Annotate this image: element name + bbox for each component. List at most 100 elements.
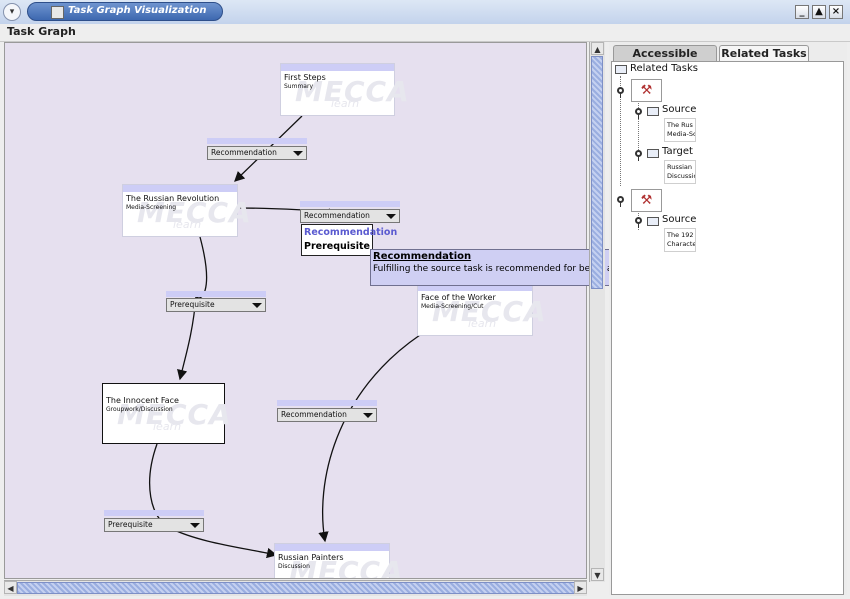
scroll-down-icon[interactable]: ▼ — [591, 568, 604, 581]
node-title: First Steps — [284, 73, 326, 82]
folder-icon — [647, 107, 659, 116]
edge-worker-to-painters — [318, 334, 421, 543]
vertical-scroll-thumb[interactable] — [591, 56, 603, 289]
dropdown-option-recommendation[interactable]: Recommendation — [304, 227, 398, 238]
folder-icon — [615, 65, 627, 74]
watermark-text: MECCA — [117, 398, 232, 431]
graph-canvas[interactable]: MECCA learn First Steps Summary MECCA le… — [4, 42, 587, 579]
scroll-up-icon[interactable]: ▲ — [591, 42, 604, 55]
title-bar: ▾ Task Graph Visualization _ ▲ × — [0, 0, 850, 25]
relation-header — [166, 291, 266, 297]
title-pill: Task Graph Visualization — [27, 2, 223, 21]
folder-icon — [647, 217, 659, 226]
pin-stem — [638, 156, 639, 161]
horizontal-scrollbar[interactable]: ◀ ▶ — [4, 580, 587, 596]
relation-select-revolution-painters[interactable]: Recommendation — [300, 209, 400, 223]
node-title: The Innocent Face — [106, 396, 179, 405]
hammer-sickle-icon[interactable]: ⚒ — [631, 189, 662, 212]
dropdown-option-prerequisite[interactable]: Prerequisite — [304, 241, 370, 252]
pin-stem — [638, 223, 639, 228]
tree-connector — [638, 103, 639, 156]
node-subtitle: Media-Screening/Cut — [421, 303, 484, 310]
watermark-text: MECCA — [137, 196, 252, 229]
node-subtitle: Summary — [284, 83, 313, 90]
pin-stem — [620, 202, 621, 207]
leaf-title: The Rus — [667, 121, 693, 129]
hammer-sickle-icon[interactable]: ⚒ — [631, 79, 662, 102]
close-icon[interactable]: × — [829, 5, 843, 19]
window-title: Task Graph Visualization — [68, 5, 207, 16]
node-header — [275, 544, 389, 551]
tree-source-label[interactable]: Source — [662, 104, 697, 115]
watermark-sub: learn — [173, 218, 202, 231]
pin-stem — [620, 93, 621, 98]
node-header — [418, 284, 532, 291]
relation-value: Recommendation — [211, 148, 277, 157]
relation-value: Recommendation — [281, 410, 347, 419]
tree-target-leaf[interactable]: Russian Discussio — [664, 160, 696, 184]
watermark-sub: learn — [468, 317, 497, 330]
relation-header — [277, 400, 377, 406]
relation-dropdown-popup: Recommendation Prerequisite — [301, 224, 397, 256]
watermark-text: MECCA — [432, 295, 547, 328]
tree-source-leaf[interactable]: The 192 Characte — [664, 228, 696, 252]
relation-header — [207, 138, 307, 144]
chevron-down-icon — [190, 523, 200, 528]
watermark-text: MECCA — [289, 555, 404, 579]
tab-accessible-tasks[interactable]: Accessible Tasks — [613, 45, 717, 76]
relation-value: Prerequisite — [108, 520, 153, 529]
folder-icon — [647, 149, 659, 158]
relation-select-worker-painters[interactable]: Recommendation — [277, 408, 377, 422]
minimize-icon[interactable]: _ — [795, 5, 809, 19]
horizontal-scroll-thumb[interactable] — [17, 582, 575, 594]
chevron-down-icon — [363, 413, 373, 418]
relation-header — [300, 201, 400, 207]
watermark-text: MECCA — [295, 75, 410, 108]
node-header — [123, 185, 237, 192]
chevron-down-icon — [293, 151, 303, 156]
task-node-russian-painters[interactable]: MECCA Russian Painters Discussion — [274, 543, 403, 578]
task-node-face-of-worker[interactable]: MECCA learn Face of the Worker Media-Scr… — [417, 283, 546, 336]
menu-task-graph[interactable]: Task Graph — [7, 25, 76, 38]
tree-root-label[interactable]: Related Tasks — [630, 63, 698, 74]
relation-value: Prerequisite — [170, 300, 215, 309]
node-title: The Russian Revolution — [126, 194, 220, 203]
related-tasks-tree[interactable]: Related Tasks ⚒ Source The Rus Media-Sc … — [611, 61, 844, 595]
leaf-subtitle: Discussio — [667, 172, 696, 180]
watermark-sub: learn — [331, 97, 360, 110]
task-node-russian-revolution[interactable]: MECCA learn The Russian Revolution Media… — [122, 184, 251, 237]
tab-related-tasks[interactable]: Related Tasks — [719, 45, 809, 61]
node-title: Russian Painters — [278, 553, 344, 562]
watermark-sub: learn — [153, 420, 182, 433]
leaf-subtitle: Characte — [667, 240, 696, 248]
leaf-subtitle: Media-Sc — [667, 130, 696, 138]
tree-target-label[interactable]: Target — [662, 146, 693, 157]
right-panel: Accessible Tasks Related Tasks Related T… — [609, 42, 847, 595]
relation-select-first-revolution[interactable]: Recommendation — [207, 146, 307, 160]
node-subtitle: Discussion — [278, 563, 310, 570]
scroll-right-icon[interactable]: ▶ — [574, 581, 587, 594]
maximize-icon[interactable]: ▲ — [812, 5, 826, 19]
relation-select-innocent-painters[interactable]: Prerequisite — [104, 518, 204, 532]
tree-source-label[interactable]: Source — [662, 214, 697, 225]
app-icon — [51, 6, 64, 19]
node-header — [281, 64, 394, 71]
tree-source-leaf[interactable]: The Rus Media-Sc — [664, 118, 696, 142]
pin-stem — [638, 114, 639, 119]
chevron-down-icon — [252, 303, 262, 308]
task-node-first-steps[interactable]: MECCA learn First Steps Summary — [280, 63, 409, 116]
leaf-title: Russian — [667, 163, 693, 171]
task-node-innocent-face[interactable]: MECCA learn The Innocent Face Groupwork/… — [102, 383, 231, 444]
relation-select-revolution-innocent[interactable]: Prerequisite — [166, 298, 266, 312]
node-subtitle: Groupwork/Discussion — [106, 406, 173, 413]
vertical-scrollbar[interactable]: ▲ ▼ — [589, 42, 605, 582]
chevron-down-icon — [386, 214, 396, 219]
tooltip-text: Fulfilling the source task is recommende… — [373, 264, 732, 274]
menu-bar: Task Graph — [0, 24, 850, 42]
node-subtitle: Media-Screening — [126, 204, 177, 211]
edge-innocent-to-painters — [149, 443, 278, 559]
window-menu-icon[interactable]: ▾ — [3, 3, 21, 21]
leaf-title: The 192 — [667, 231, 694, 239]
scroll-left-icon[interactable]: ◀ — [4, 581, 17, 594]
tooltip-title: Recommendation — [373, 251, 472, 262]
